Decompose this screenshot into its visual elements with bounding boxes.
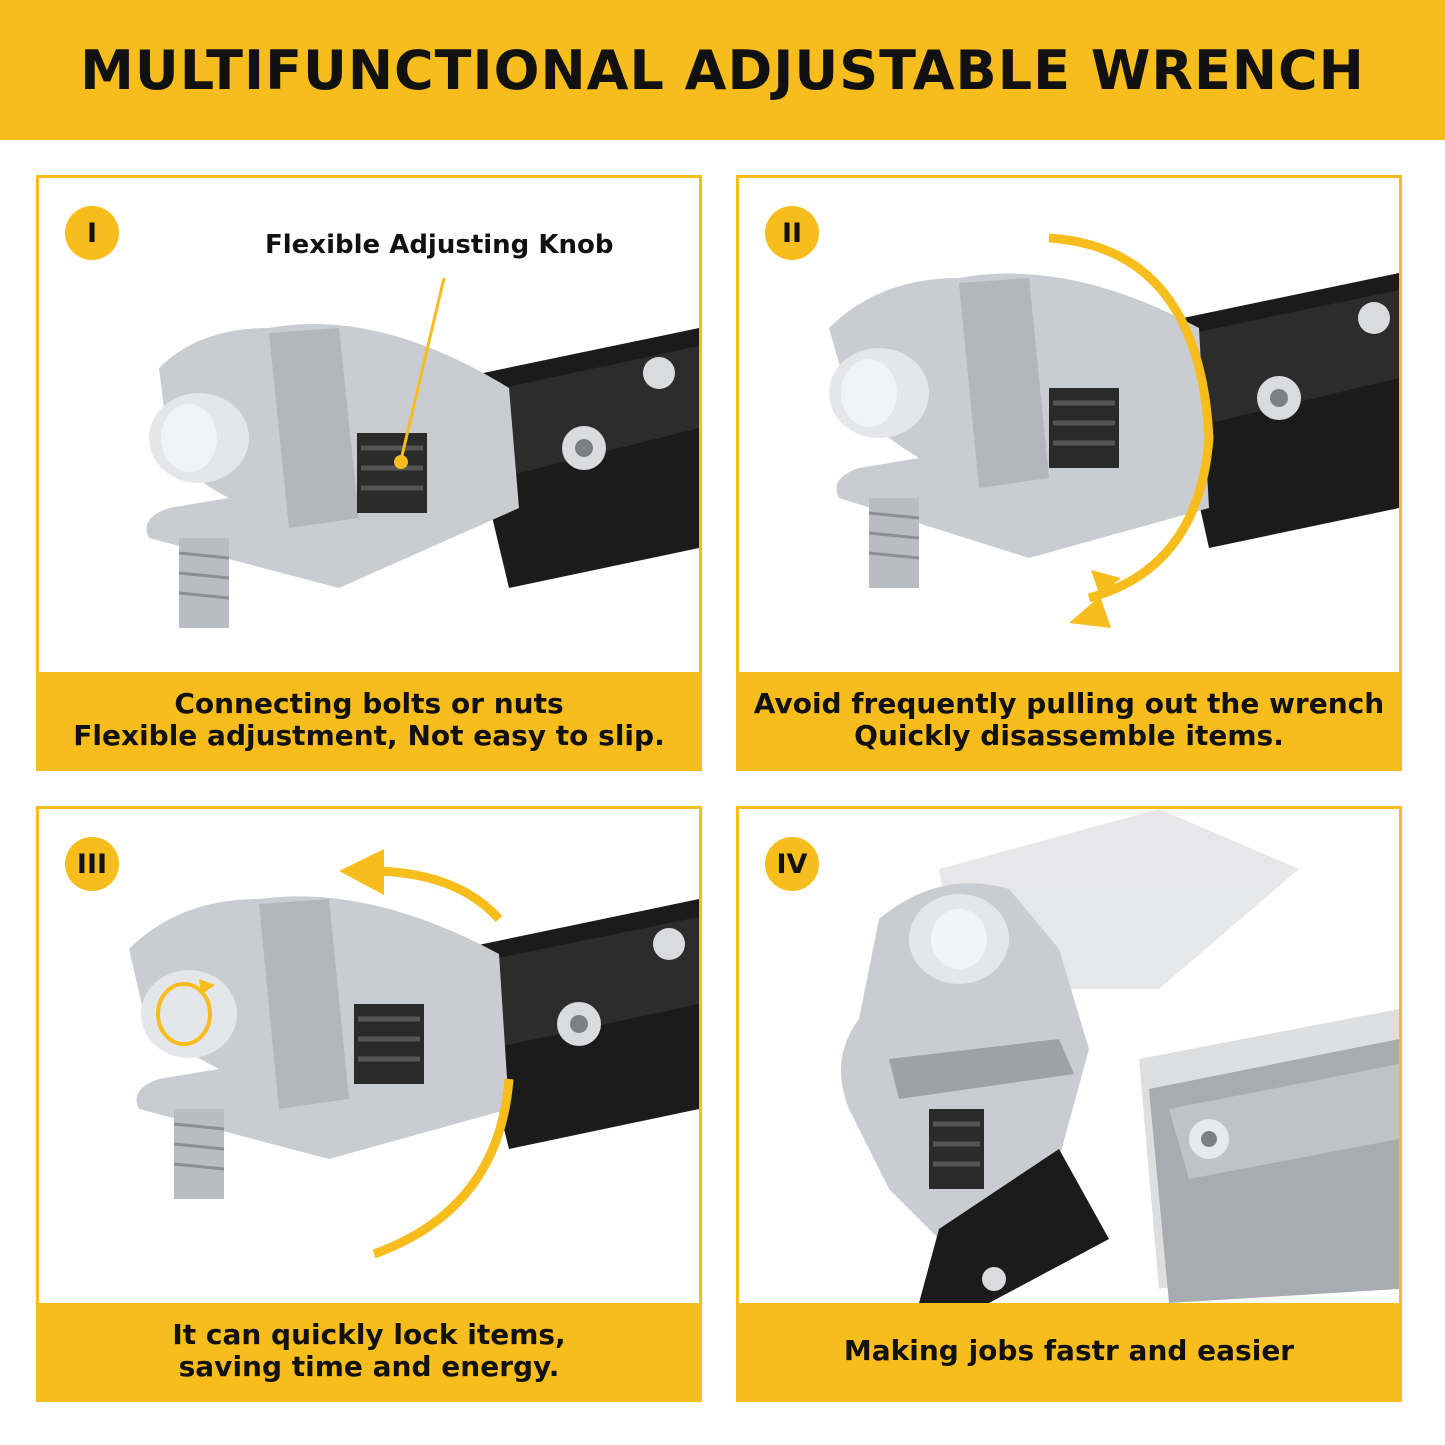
wrench-illustration-1 <box>146 277 699 628</box>
caption-line: Avoid frequently pulling out the wrench <box>753 687 1385 720</box>
caption-line: saving time and energy. <box>178 1350 560 1383</box>
caption-1: Connecting bolts or nuts Flexible adjust… <box>39 672 699 768</box>
panel-4: IV Making jobs fastr and easier <box>736 806 1402 1402</box>
caption-line: Quickly disassemble items. <box>854 719 1284 752</box>
wrench-illustration-2 <box>829 233 1399 628</box>
caption-4: Making jobs fastr and easier <box>739 1303 1399 1399</box>
panel-3: III It can quickly lock items, saving ti… <box>36 806 702 1402</box>
caption-line: It can quickly lock items, <box>172 1318 566 1351</box>
wrench-illustration-4 <box>841 809 1399 1303</box>
panel-2: II Avoid frequently pulling out the wren… <box>736 175 1402 771</box>
wrench-illustration-3 <box>129 849 699 1259</box>
wrench-photo-4 <box>739 809 1399 1303</box>
wrench-photo-3 <box>39 809 699 1303</box>
step-badge-3: III <box>65 837 119 891</box>
wrench-photo-2 <box>739 178 1399 672</box>
callout-label: Flexible Adjusting Knob <box>265 230 614 260</box>
caption-line: Making jobs fastr and easier <box>843 1334 1295 1367</box>
caption-line: Connecting bolts or nuts <box>174 687 564 720</box>
banner-title: MULTIFUNCTIONAL ADJUSTABLE WRENCH <box>80 38 1365 102</box>
caption-line: Flexible adjustment, Not easy to slip. <box>73 719 665 752</box>
caption-2: Avoid frequently pulling out the wrench … <box>739 672 1399 768</box>
caption-3: It can quickly lock items, saving time a… <box>39 1303 699 1399</box>
step-badge-1: I <box>65 206 119 260</box>
step-badge-2: II <box>765 206 819 260</box>
wrench-photo-1 <box>39 178 699 672</box>
title-banner: MULTIFUNCTIONAL ADJUSTABLE WRENCH <box>0 0 1445 140</box>
panel-1: I Flexible Adjusting Knob Connecting bol… <box>36 175 702 771</box>
step-badge-4: IV <box>765 837 819 891</box>
